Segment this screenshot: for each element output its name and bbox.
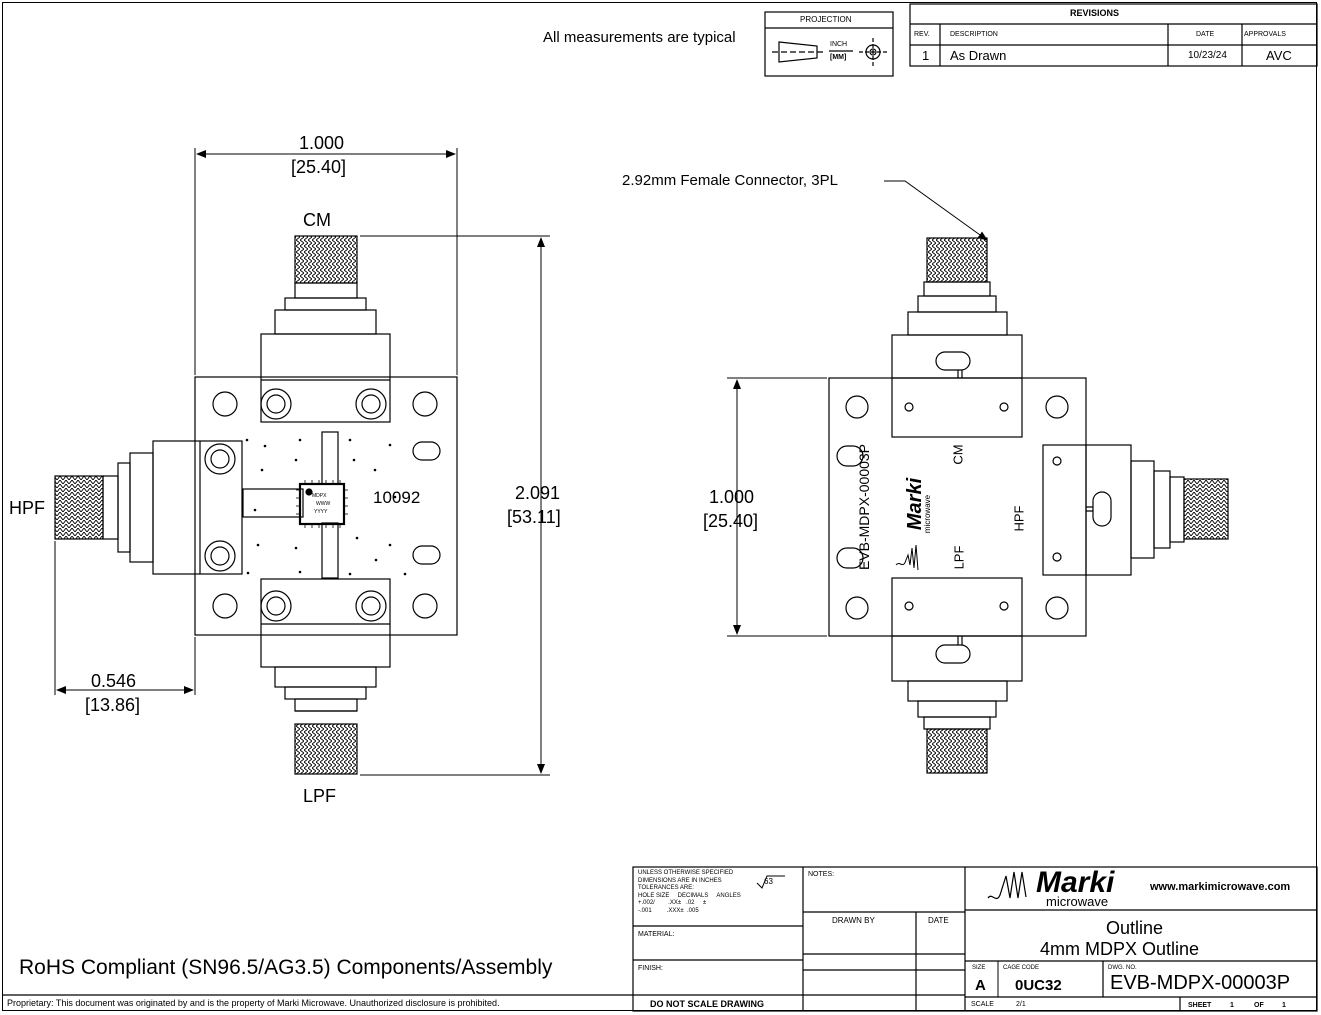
width-dimension-mm: [25.40] [291, 157, 347, 177]
drawn-by-label: DRAWN BY [832, 916, 875, 925]
width-dimension: 1.000 [299, 133, 345, 153]
rohs-statement: RoHS Compliant (SN96.5/AG3.5) Components… [19, 956, 553, 979]
tolerance-line-5: +.002/ .XX± .02 ± [638, 900, 707, 906]
left-view-assembly [54, 235, 458, 775]
chip-marking-line2: WWW [316, 501, 331, 507]
tolerance-line-2: DIMENSIONS ARE IN INCHES [638, 877, 722, 884]
dwg-no-value: EVB-MDPX-00003P [1110, 972, 1291, 994]
finish-label: FINISH: [638, 965, 663, 972]
right-view-housing [828, 237, 1229, 774]
right-height-dimension: 1.000 [709, 487, 755, 507]
chip-marking-line1: MDPX [312, 493, 327, 499]
projection-mm: [MM] [830, 54, 847, 61]
cage-label: CAGE CODE [1003, 965, 1040, 971]
tolerance-line-4: HOLE SIZE DECIMALS ANGLES [638, 892, 741, 899]
dwg-no-label: DWG. NO. [1108, 965, 1137, 971]
projection-symbol [764, 11, 894, 77]
rev-row-date: 10/23/24 [1188, 50, 1227, 61]
titleblock-logo-wave [987, 871, 1027, 900]
size-label: SIZE [972, 965, 986, 971]
right-view-dimensions [727, 180, 988, 637]
rev-col-date: DATE [1196, 31, 1215, 38]
tolerance-line-1: UNLESS OTHERWISE SPECIFIED [638, 870, 734, 876]
company-logo: Marki [1036, 866, 1115, 899]
proprietary-notice: Proprietary: This document was originate… [7, 998, 500, 1008]
right-height-dimension-mm: [25.40] [703, 511, 759, 531]
do-not-scale: DO NOT SCALE DRAWING [650, 999, 764, 1009]
housing-logo-word: Marki [904, 477, 926, 531]
sheet-value: 1 [1230, 1002, 1234, 1009]
cage-value: 0UC32 [1015, 977, 1062, 994]
projection-inch: INCH [830, 41, 848, 48]
port-label-cm: CM [303, 210, 331, 230]
housing-part-number: EVB-MDPX-00003P [856, 443, 872, 571]
rev-row-approvals: AVC [1266, 48, 1292, 63]
rev-col-approvals: APPROVALS [1244, 31, 1286, 38]
offset-dimension: 0.546 [91, 671, 137, 691]
board-vias [245, 438, 407, 576]
size-value: A [975, 977, 986, 994]
company-logo-sub: microwave [1046, 894, 1109, 909]
of-label: OF [1254, 1002, 1264, 1009]
material-label: MATERIAL: [638, 931, 675, 938]
left-view-dimensions [54, 148, 550, 776]
sheet-label: SHEET [1188, 1002, 1212, 1009]
typical-note: All measurements are typical [543, 29, 736, 46]
housing-port-lpf: LPF [951, 545, 967, 570]
housing-logo-sub: microwave [923, 494, 932, 534]
offset-dimension-mm: [13.86] [85, 695, 141, 715]
of-value: 1 [1282, 1002, 1286, 1009]
port-label-hpf: HPF [9, 498, 45, 518]
rev-row-rev: 1 [922, 48, 930, 63]
title-block-lines [2, 866, 1318, 1012]
revisions-title: REVISIONS [1070, 8, 1120, 18]
port-label-lpf: LPF [303, 786, 337, 806]
housing-port-hpf: HPF [1011, 505, 1027, 532]
revisions-table-lines [909, 3, 1318, 67]
rev-col-rev: REV. [914, 31, 930, 38]
height-dimension-mm: [53.11] [507, 507, 561, 527]
tolerance-line-3: TOLERANCES ARE: [638, 885, 694, 891]
rev-row-description: As Drawn [950, 48, 1007, 63]
drawing-title-line1: Outline [1106, 918, 1164, 938]
height-dimension: 2.091 [515, 483, 561, 503]
housing-logo-wave [895, 544, 919, 571]
rev-col-description: DESCRIPTION [950, 31, 998, 38]
drawing-title-line2: 4mm MDPX Outline [1040, 939, 1200, 959]
projection-title: PROJECTION [800, 15, 852, 24]
tolerance-line-6: -.001 .XXX± .005 [638, 907, 699, 914]
notes-label: NOTES: [808, 871, 835, 878]
chip-marking-line3: YYYY [314, 509, 328, 515]
tolerance-block: UNLESS OTHERWISE SPECIFIED DIMENSIONS AR… [638, 870, 741, 915]
part-marking: 10092 [373, 488, 421, 507]
scale-value: 2/1 [1016, 1001, 1026, 1008]
date-label: DATE [928, 916, 949, 925]
scale-label: SCALE [971, 1001, 994, 1008]
housing-port-cm: CM [950, 444, 966, 465]
company-website: www.markimicrowave.com [1150, 881, 1291, 893]
connector-note: 2.92mm Female Connector, 3PL [622, 172, 838, 189]
surface-finish-value: 63 [764, 877, 773, 886]
